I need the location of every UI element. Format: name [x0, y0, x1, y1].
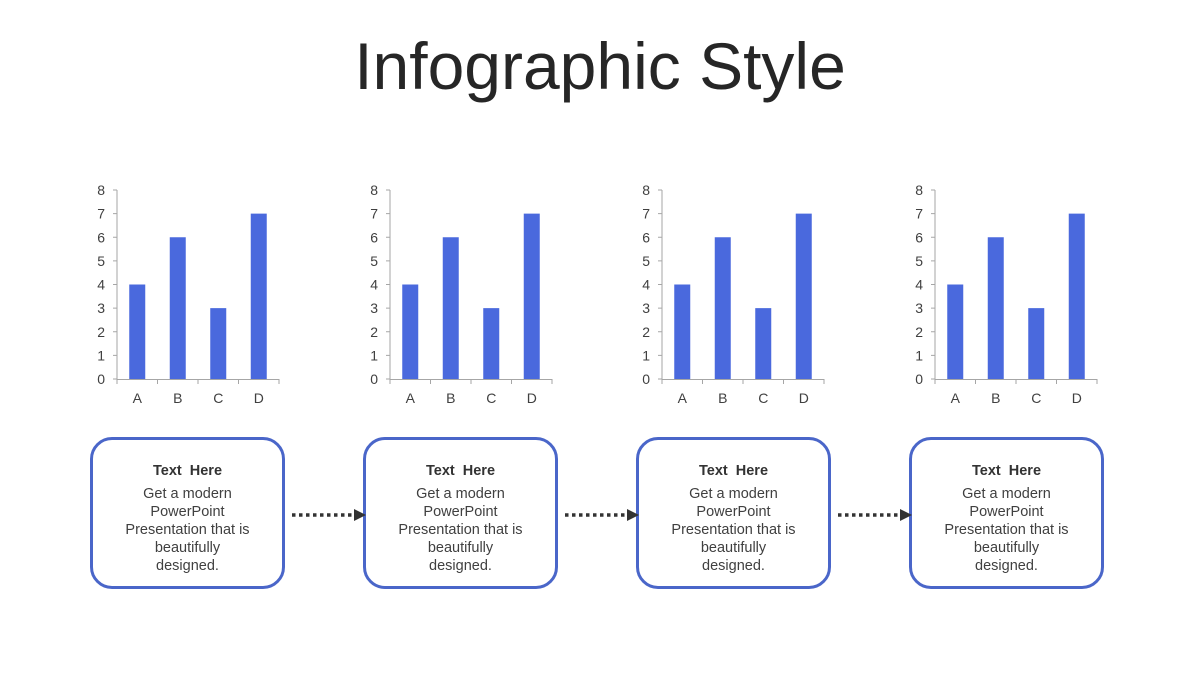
y-tick-label: 1: [370, 347, 378, 363]
box-heading: Text Here: [698, 463, 769, 479]
x-tick-label: C: [213, 390, 223, 406]
bar-c: [210, 308, 227, 379]
x-tick-label: C: [486, 390, 496, 406]
bar-d: [250, 213, 267, 379]
y-tick-label: 3: [915, 300, 923, 316]
x-tick-label: D: [254, 390, 264, 406]
bar-b: [442, 237, 459, 379]
y-tick-label: 2: [370, 324, 378, 340]
box-body: Get a modern PowerPoint Presentation tha…: [125, 486, 250, 574]
dotted-arrow-1: [292, 509, 366, 521]
bar-d: [795, 213, 812, 379]
bar-chart-4: 0 1 2 3 4 5 6 7 8A B C D: [915, 182, 1098, 406]
box-body: Get a modern PowerPoint Presentation tha…: [398, 486, 523, 574]
bar-chart-1: 0 1 2 3 4 5 6 7 8A B C D: [97, 182, 280, 406]
y-tick-label: 1: [915, 347, 923, 363]
y-tick-label: 0: [370, 371, 378, 387]
y-tick-label: 4: [97, 277, 105, 293]
x-tick-label: A: [133, 390, 143, 406]
y-tick-label: 7: [370, 206, 378, 222]
y-tick-label: 2: [97, 324, 105, 340]
y-tick-label: 8: [915, 182, 923, 198]
x-tick-label: B: [718, 390, 727, 406]
y-tick-label: 8: [642, 182, 650, 198]
bar-chart-3: 0 1 2 3 4 5 6 7 8A B C D: [642, 182, 825, 406]
x-tick-label: A: [951, 390, 961, 406]
y-tick-label: 7: [642, 206, 650, 222]
x-tick-label: A: [406, 390, 416, 406]
x-tick-label: B: [446, 390, 455, 406]
y-tick-label: 7: [97, 206, 105, 222]
y-tick-label: 1: [97, 347, 105, 363]
bar-a: [674, 284, 691, 379]
y-tick-label: 4: [370, 277, 378, 293]
y-tick-label: 5: [642, 253, 650, 269]
x-tick-label: C: [1031, 390, 1041, 406]
box-body: Get a modern PowerPoint Presentation tha…: [944, 486, 1069, 574]
bar-a: [402, 284, 419, 379]
y-tick-label: 1: [642, 347, 650, 363]
x-tick-label: D: [1072, 390, 1082, 406]
x-tick-label: D: [527, 390, 537, 406]
x-tick-label: C: [758, 390, 768, 406]
x-tick-label: B: [991, 390, 1000, 406]
y-tick-label: 2: [642, 324, 650, 340]
box-heading: Text Here: [971, 463, 1042, 479]
y-tick-label: 6: [97, 229, 105, 245]
y-tick-label: 6: [370, 229, 378, 245]
bar-b: [714, 237, 731, 379]
text-box-4: Text Here Get a modern PowerPoint Presen…: [909, 437, 1104, 589]
y-tick-label: 3: [97, 300, 105, 316]
bar-c: [1028, 308, 1045, 379]
x-tick-label: A: [678, 390, 688, 406]
y-tick-label: 8: [97, 182, 105, 198]
x-tick-label: D: [799, 390, 809, 406]
dotted-arrow-3: [838, 509, 912, 521]
y-tick-label: 3: [642, 300, 650, 316]
dotted-arrow-2: [565, 509, 639, 521]
bar-a: [947, 284, 964, 379]
y-tick-label: 4: [915, 277, 923, 293]
text-box-2: Text Here Get a modern PowerPoint Presen…: [363, 437, 558, 589]
bar-c: [755, 308, 772, 379]
slide-title: Infographic Style: [354, 29, 846, 103]
box-body: Get a modern PowerPoint Presentation tha…: [671, 486, 796, 574]
y-tick-label: 0: [97, 371, 105, 387]
box-heading: Text Here: [425, 463, 496, 479]
bar-b: [169, 237, 186, 379]
y-tick-label: 7: [915, 206, 923, 222]
text-box-1: Text Here Get a modern PowerPoint Presen…: [90, 437, 285, 589]
bar-chart-2: 0 1 2 3 4 5 6 7 8A B C D: [370, 182, 553, 406]
y-tick-label: 3: [370, 300, 378, 316]
y-tick-label: 4: [642, 277, 650, 293]
y-tick-label: 0: [642, 371, 650, 387]
y-tick-label: 8: [370, 182, 378, 198]
bar-d: [1068, 213, 1085, 379]
box-heading: Text Here: [152, 463, 223, 479]
x-tick-label: B: [173, 390, 182, 406]
bar-b: [987, 237, 1004, 379]
y-tick-label: 6: [642, 229, 650, 245]
bar-d: [523, 213, 540, 379]
y-tick-label: 5: [370, 253, 378, 269]
y-tick-label: 5: [97, 253, 105, 269]
bar-a: [129, 284, 146, 379]
y-tick-label: 5: [915, 253, 923, 269]
y-tick-label: 0: [915, 371, 923, 387]
bar-c: [483, 308, 500, 379]
text-box-3: Text Here Get a modern PowerPoint Presen…: [636, 437, 831, 589]
y-tick-label: 2: [915, 324, 923, 340]
y-tick-label: 6: [915, 229, 923, 245]
